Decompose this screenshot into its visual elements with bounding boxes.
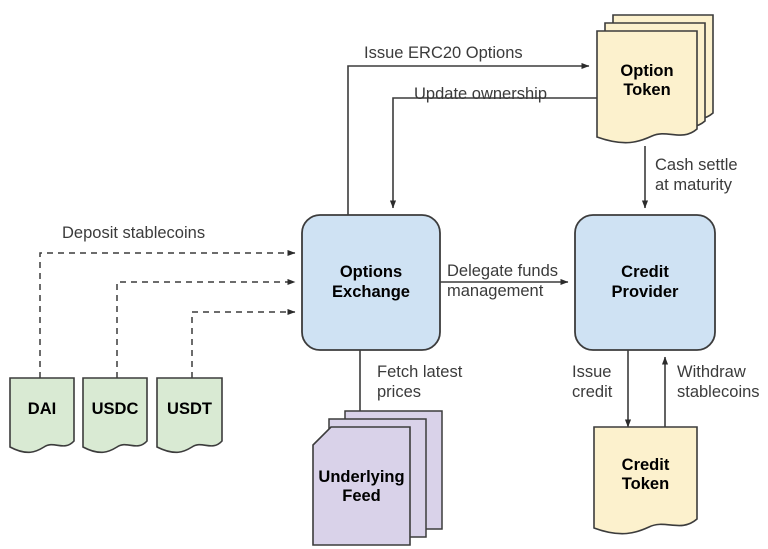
- edge-label-update-ownership: Update ownership: [414, 85, 547, 103]
- options-exchange-shape: [301, 214, 441, 351]
- edge-label-deposit-stablecoins: Deposit stablecoins: [62, 224, 206, 242]
- deposit-edge-layer: [39, 249, 296, 378]
- dai-shape: [9, 377, 75, 454]
- edge-deposit-usdt: [191, 308, 296, 378]
- edge-deposit-dai: [39, 249, 296, 378]
- node-dai[interactable]: [9, 377, 75, 454]
- node-options-exchange[interactable]: [301, 214, 441, 351]
- node-option-token[interactable]: [596, 14, 714, 144]
- node-underlying-feed[interactable]: [312, 410, 443, 546]
- credit-token-shape: [593, 426, 698, 535]
- edge-update-ownership: [389, 97, 597, 209]
- edge-deposit-usdc: [116, 278, 296, 378]
- option-token-front: [596, 30, 698, 144]
- node-credit-provider[interactable]: [574, 214, 716, 351]
- usdt-shape: [156, 377, 223, 454]
- usdc-shape: [82, 377, 148, 454]
- node-usdt[interactable]: [156, 377, 223, 454]
- node-usdc[interactable]: [82, 377, 148, 454]
- edge-issue-erc20-options: [347, 62, 590, 215]
- underlying-feed-front: [312, 426, 411, 546]
- credit-provider-shape: [574, 214, 716, 351]
- edge-label-issue-erc20-options: Issue ERC20 Options: [364, 44, 523, 62]
- edge-layer: [347, 62, 669, 428]
- node-credit-token[interactable]: [593, 426, 698, 535]
